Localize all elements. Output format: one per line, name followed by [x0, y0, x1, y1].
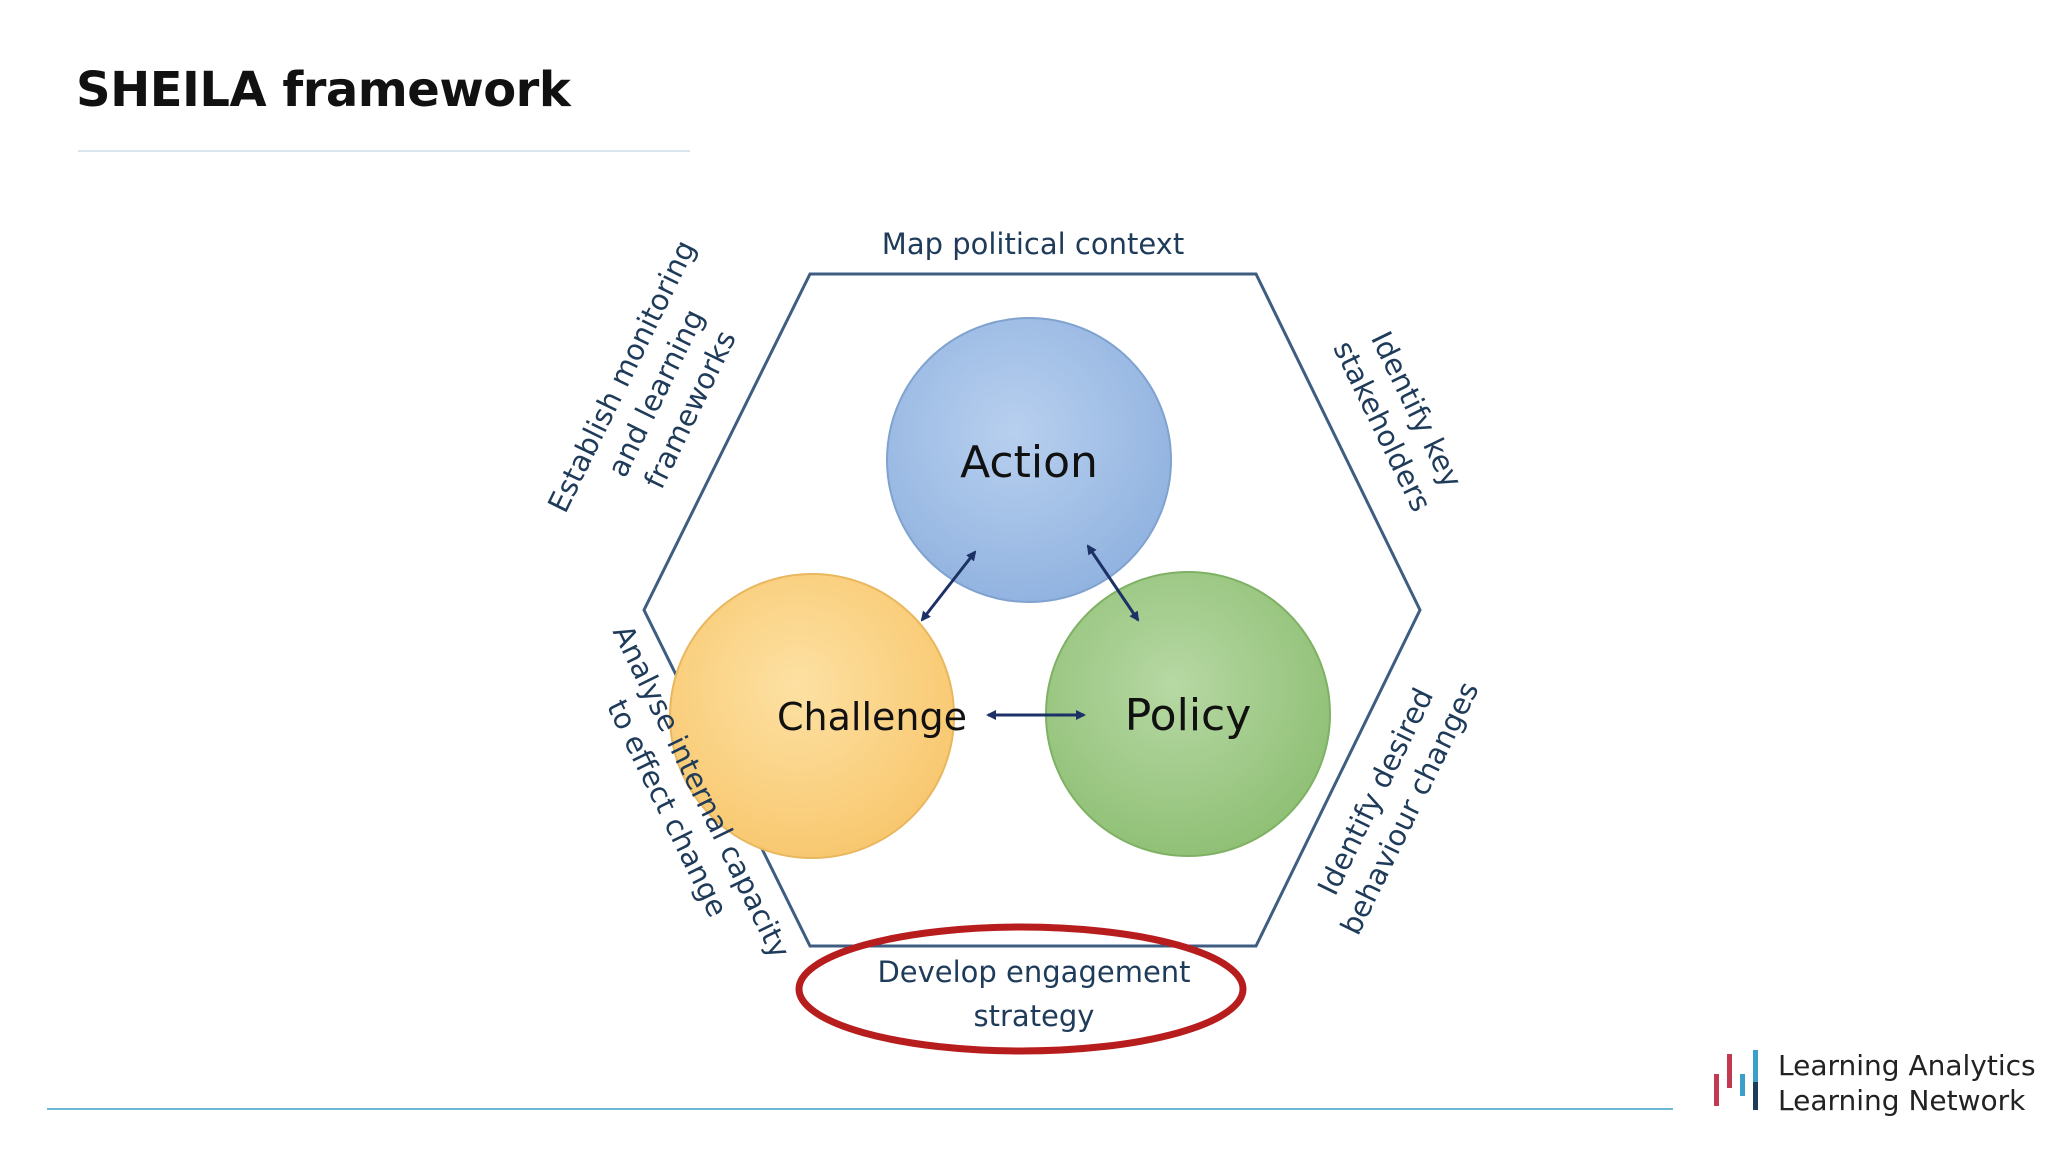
logo-line-1: Learning Analytics [1778, 1049, 2036, 1082]
side-label-top-right: Identify key stakeholders [1327, 326, 1469, 517]
side-label-top-left: Establish monitoring and learning framew… [541, 235, 743, 518]
logo-text: Learning Analytics Learning Network [1778, 1048, 2036, 1118]
arrow-action-policy [1086, 544, 1140, 622]
hexagon-outline [642, 272, 1422, 948]
learning-network-logo: Learning Analytics Learning Network [1710, 1046, 2036, 1117]
arrow-challenge-action [920, 550, 977, 622]
side-label-top: Map political context [882, 227, 1184, 261]
challenge-circle [669, 573, 955, 859]
action-label: Action [960, 437, 1098, 488]
policy-label: Policy [1125, 690, 1252, 741]
title-underline [78, 150, 690, 152]
challenge-label: Challenge [777, 695, 967, 739]
action-circle [886, 317, 1172, 603]
side-label-bottom-line1: Develop engagement [877, 955, 1190, 989]
slide-title: SHEILA framework [76, 62, 571, 118]
logo-line-2: Learning Network [1778, 1084, 2026, 1117]
logo-bars-icon [1714, 1050, 1758, 1110]
side-label-bottom-line2: strategy [974, 999, 1095, 1033]
highlight-ellipse [795, 923, 1247, 1055]
footer-rule [47, 1108, 1673, 1110]
